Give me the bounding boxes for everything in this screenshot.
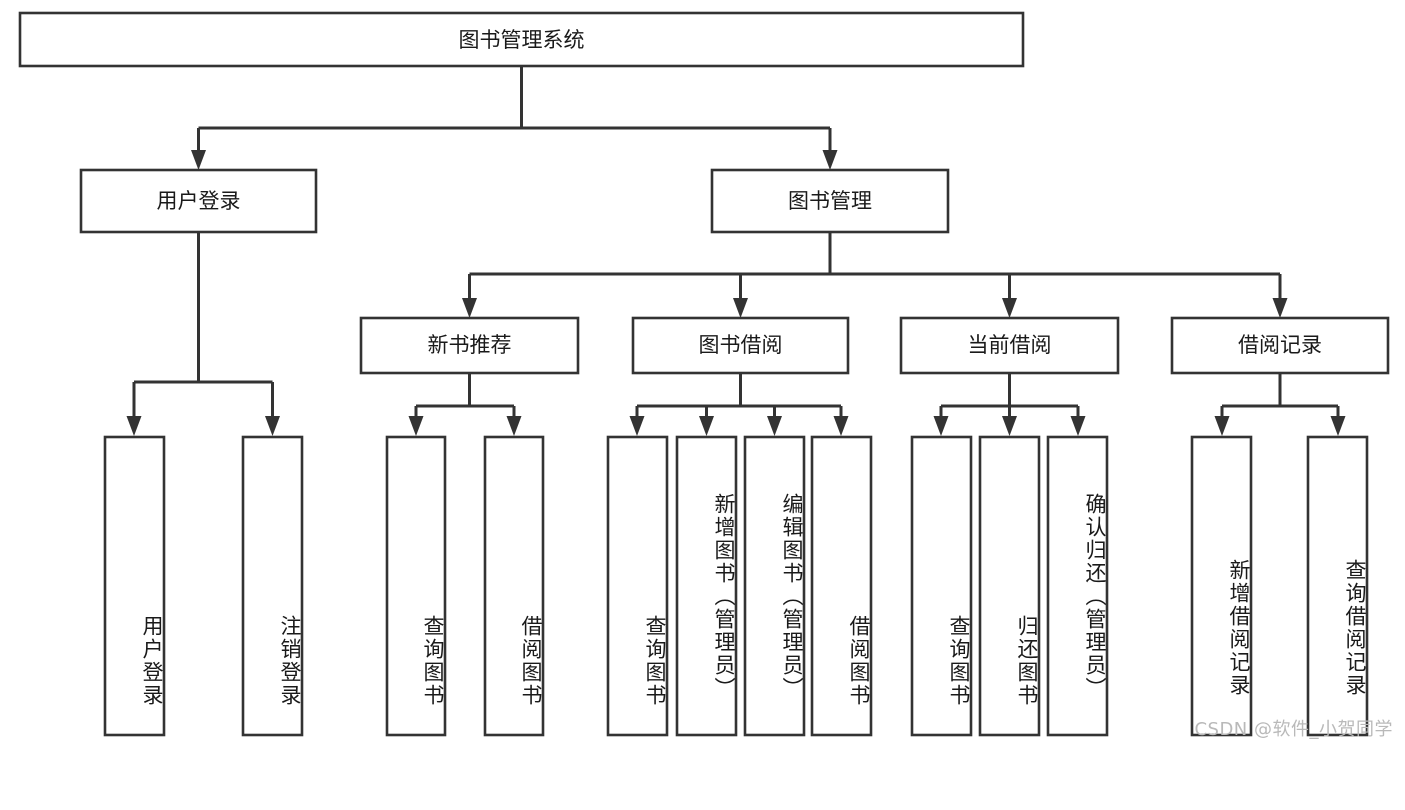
arrowhead-current-borrow bbox=[1002, 298, 1017, 318]
arrowhead-new-book-recommend bbox=[462, 298, 477, 318]
node-leaf-logout-login[interactable] bbox=[241, 435, 304, 737]
node-leaf-add-book-admin[interactable] bbox=[675, 435, 738, 737]
node-layer: 图书管理系统 用户登录 图书管理 新书推荐 图书借阅 当前借阅 借阅记录 bbox=[18, 11, 1390, 737]
node-book-borrow[interactable] bbox=[631, 316, 850, 375]
arrowhead-leaf-confirm-return-admin bbox=[1070, 416, 1086, 436]
node-root[interactable] bbox=[18, 11, 1025, 68]
node-leaf-borrow-book-2[interactable] bbox=[810, 435, 873, 737]
arrowhead-borrow-record bbox=[1272, 298, 1288, 318]
node-leaf-user-login[interactable] bbox=[103, 435, 166, 737]
node-book-borrow-label: 图书借阅 bbox=[699, 333, 783, 357]
node-book-manage-label: 图书管理 bbox=[788, 189, 872, 213]
node-leaf-query-book-2[interactable] bbox=[606, 435, 669, 737]
node-leaf-query-borrow-record[interactable] bbox=[1306, 435, 1369, 737]
arrowhead-leaf-query-borrow-record bbox=[1330, 416, 1346, 436]
node-new-book-recommend-label: 新书推荐 bbox=[428, 333, 512, 357]
arrowhead-book-manage bbox=[822, 150, 838, 170]
node-leaf-add-borrow-record[interactable] bbox=[1190, 435, 1253, 737]
node-new-book-recommend[interactable] bbox=[359, 316, 580, 375]
node-borrow-record-label: 借阅记录 bbox=[1238, 333, 1322, 357]
arrowhead-leaf-query-book-3 bbox=[933, 416, 949, 436]
arrowhead-leaf-borrow-book-1 bbox=[506, 416, 522, 436]
connector-layer bbox=[126, 66, 1346, 436]
arrowhead-leaf-add-borrow-record bbox=[1214, 416, 1230, 436]
arrowhead-leaf-edit-book-admin bbox=[767, 416, 782, 436]
node-borrow-record[interactable] bbox=[1170, 316, 1390, 375]
arrowhead-book-borrow bbox=[733, 298, 748, 318]
arrowhead-leaf-query-book-1 bbox=[408, 416, 424, 436]
node-leaf-borrow-book-1[interactable] bbox=[483, 435, 545, 737]
arrowhead-leaf-user-login bbox=[126, 416, 142, 436]
flowchart-canvas: 图书管理系统 用户登录 图书管理 新书推荐 图书借阅 当前借阅 借阅记录 bbox=[18, 11, 1390, 737]
node-leaf-edit-book-admin[interactable] bbox=[743, 435, 806, 737]
csdn-watermark: CSDN @软件_小贺同学 bbox=[1194, 719, 1393, 740]
node-leaf-confirm-return-admin[interactable] bbox=[1046, 435, 1109, 737]
arrowhead-user-login bbox=[191, 150, 206, 170]
node-book-manage[interactable] bbox=[710, 168, 950, 234]
arrowhead-leaf-add-book-admin bbox=[699, 416, 714, 436]
arrowhead-leaf-return-book bbox=[1002, 416, 1017, 436]
node-leaf-query-book-1[interactable] bbox=[385, 435, 447, 737]
arrowhead-leaf-logout-login bbox=[265, 416, 280, 436]
node-root-label: 图书管理系统 bbox=[459, 28, 585, 52]
node-leaf-query-book-3[interactable] bbox=[910, 435, 973, 737]
node-current-borrow[interactable] bbox=[899, 316, 1120, 375]
arrowhead-leaf-query-book-2 bbox=[629, 416, 645, 436]
node-user-login[interactable] bbox=[79, 168, 318, 234]
node-current-borrow-label: 当前借阅 bbox=[968, 333, 1052, 357]
node-leaf-return-book[interactable] bbox=[978, 435, 1041, 737]
arrowhead-leaf-borrow-book-2 bbox=[833, 416, 849, 436]
node-user-login-label: 用户登录 bbox=[157, 189, 241, 213]
